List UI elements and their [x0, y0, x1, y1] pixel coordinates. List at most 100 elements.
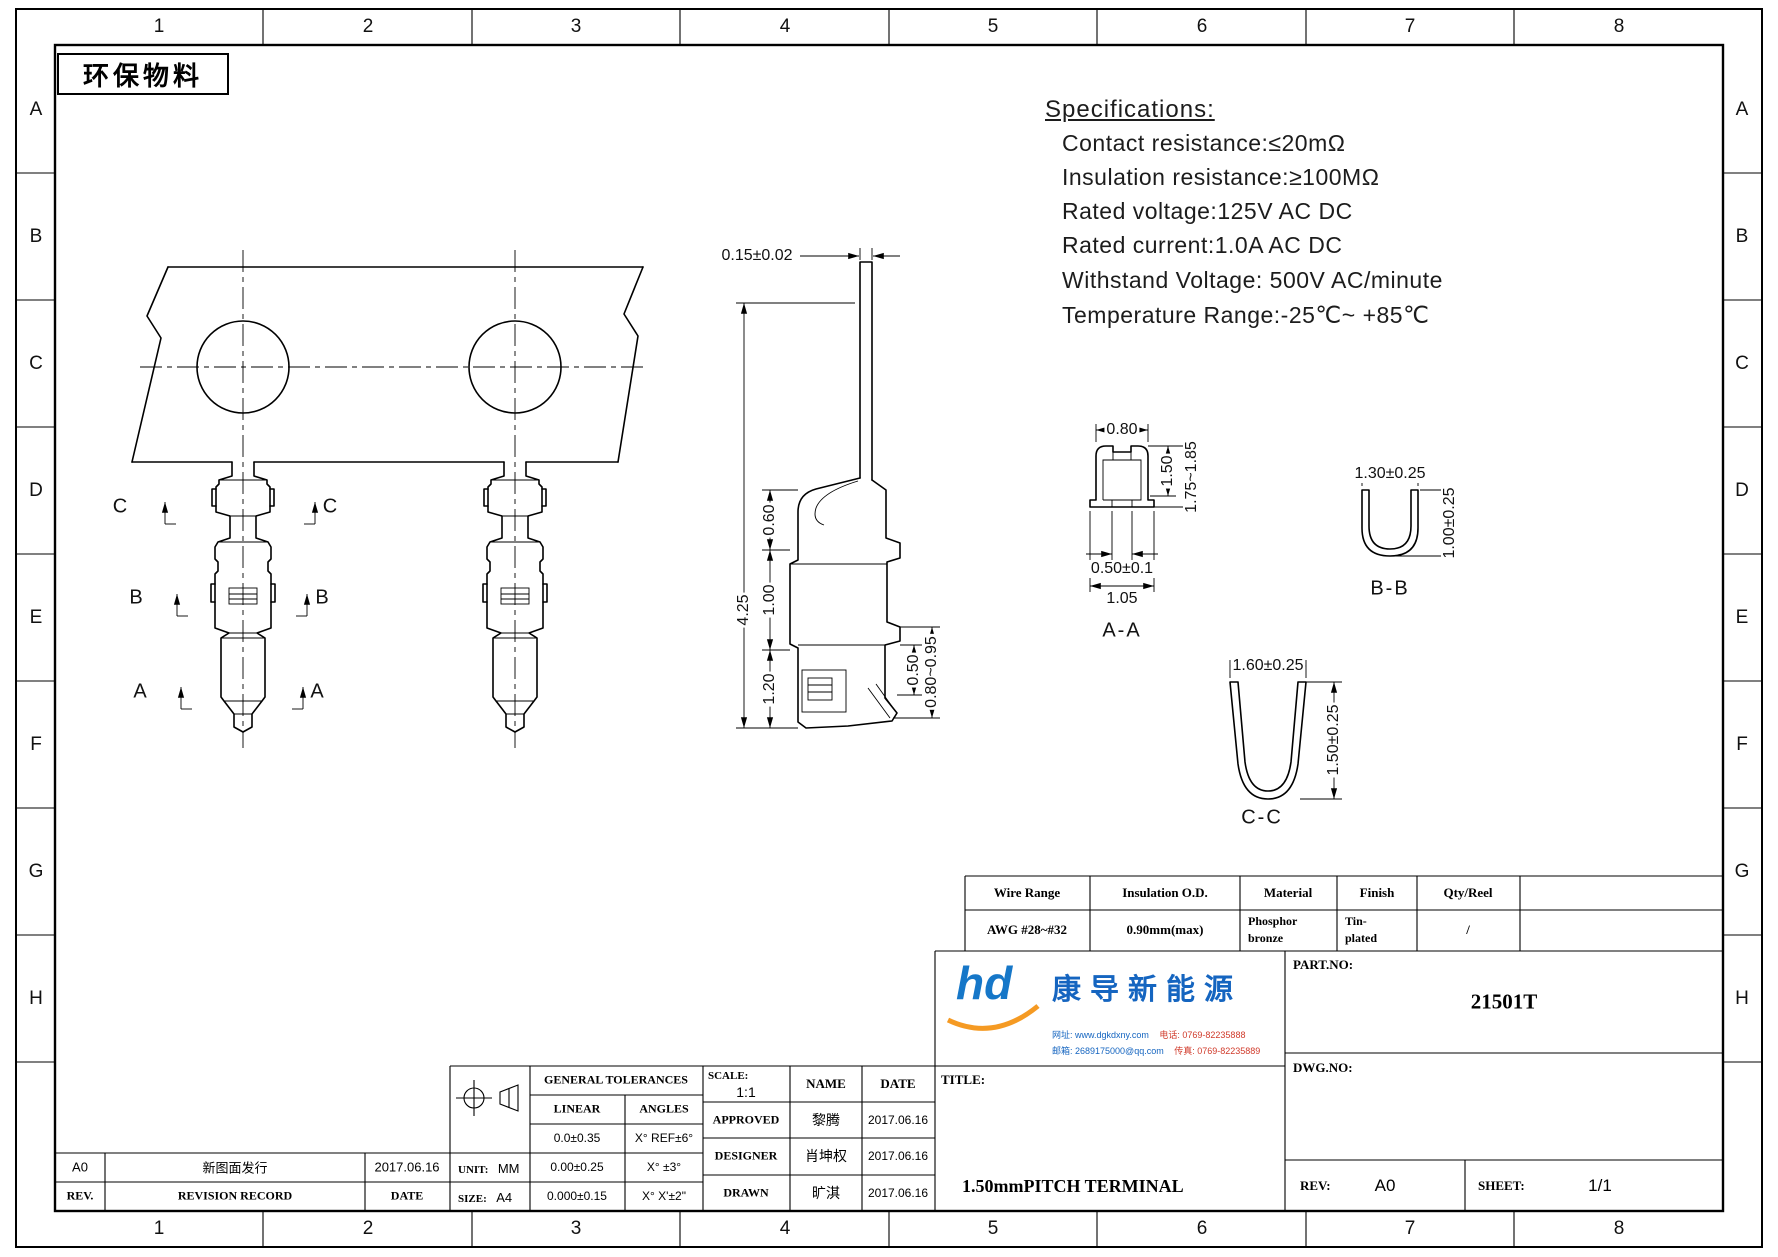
company-fax: 传真: 0769-82235889 [1174, 1046, 1261, 1056]
spec-line: Rated current:1.0A AC DC [1062, 232, 1343, 258]
logo-swoosh-icon [946, 1004, 1040, 1031]
unit-value: MM [497, 1161, 520, 1176]
revision-header-record: REVISION RECORD [177, 1188, 293, 1203]
tolerance-value: 0.00±0.25 [550, 1160, 604, 1174]
tolerance-value: 0.0±0.35 [553, 1131, 601, 1145]
grid-row-label: G [28, 861, 44, 882]
grid-col-label: 3 [570, 1218, 582, 1239]
grid-row-label: D [1735, 480, 1749, 501]
grid-col-label: 4 [779, 16, 791, 37]
grid-col-label: 5 [987, 1218, 999, 1239]
approved-name: 黎腾 [812, 1112, 840, 1128]
unit-label: UNIT: [458, 1164, 489, 1176]
rev-value: A0 [1374, 1176, 1396, 1195]
approved-label: APPROVED [712, 1112, 780, 1127]
rev-label: REV: [1300, 1178, 1331, 1193]
grid-row-label: A [29, 99, 43, 120]
dim-050: 0.50 [905, 652, 923, 688]
part-no-label: PART.NO: [1293, 957, 1354, 972]
grid-col-label: 1 [153, 1218, 165, 1239]
wire-table-header: Wire Range [993, 885, 1061, 900]
designer-name: 肖坤权 [805, 1148, 847, 1164]
grid-col-label: 8 [1613, 1218, 1625, 1239]
eco-material-stamp: 环保物料 [57, 53, 229, 95]
material-value: bronze [1248, 931, 1284, 945]
company-logo: hd [956, 957, 1013, 1009]
dim-cc-width: 1.60±0.25 [1230, 657, 1306, 675]
grid-col-label: 5 [987, 16, 999, 37]
grid-col-label: 2 [362, 16, 374, 37]
spec-line: Insulation resistance:≥100MΩ [1062, 164, 1380, 190]
company-web: 网址: www.dgkdxny.com [1052, 1030, 1149, 1040]
grid-row-label: F [30, 734, 42, 755]
spec-line: Withstand Voltage: 500V AC/minute [1062, 267, 1443, 293]
finish-value: Tin- [1345, 914, 1367, 928]
revision-record: 新图面发行 [202, 1160, 268, 1176]
size-value: A4 [496, 1190, 513, 1205]
dim-aa-150: 1.50 [1159, 453, 1177, 489]
sheet-frame [15, 8, 1763, 1248]
grid-col-label: 2 [362, 1218, 374, 1239]
company-contact-line2: 邮箱: 2689175000@qq.com 传真: 0769-82235889 [1052, 1044, 1260, 1057]
tolerances-angles-header: ANGLES [639, 1101, 689, 1116]
grid-row-label: B [29, 226, 43, 247]
section-letter-c: C [112, 495, 128, 518]
tolerances-linear-header: LINEAR [553, 1101, 601, 1116]
grid-row-label: E [29, 607, 43, 628]
grid-row-label: F [1736, 734, 1748, 755]
part-no-value: 21501T [1470, 989, 1538, 1014]
projection-symbol-icon [456, 1080, 519, 1116]
wire-table-header: Qty/Reel [1443, 885, 1493, 900]
sheet-value: 1/1 [1588, 1176, 1612, 1195]
tolerance-value: X° REF±6° [634, 1131, 694, 1145]
company-name: 康导新能源 [1052, 974, 1243, 1006]
grid-row-label: A [1735, 99, 1749, 120]
unit-cell: UNIT: MM [458, 1160, 519, 1178]
date-header: DATE [880, 1076, 916, 1091]
grid-row-label: D [29, 480, 43, 501]
drawn-date: 2017.06.16 [867, 1186, 929, 1200]
dim-tab-thickness: 0.15±0.02 [719, 247, 795, 265]
insulation-od-value: 0.90mm(max) [1126, 922, 1204, 937]
drawn-name: 旷淇 [812, 1185, 840, 1201]
grid-col-label: 6 [1196, 1218, 1208, 1239]
grid-row-label: C [29, 353, 43, 374]
table-linework [55, 875, 1723, 1211]
spec-line: Temperature Range:-25℃~ +85℃ [1062, 302, 1430, 328]
revision-date: 2017.06.16 [374, 1159, 440, 1175]
size-cell: SIZE: A4 [458, 1189, 512, 1207]
material-value: Phosphor [1248, 914, 1298, 928]
finish-value: plated [1345, 931, 1378, 945]
specifications-title: Specifications: [1045, 96, 1215, 123]
dim-aa-175: 1.75~1.85 [1183, 439, 1201, 515]
grid-col-label: 7 [1404, 16, 1416, 37]
dim-120: 1.20 [761, 671, 779, 707]
section-label-cc: C-C [1241, 806, 1283, 829]
tolerances-title: GENERAL TOLERANCES [544, 1072, 688, 1087]
front-view-drawing [131, 249, 648, 749]
dim-cc-depth: 1.50±0.25 [1325, 702, 1343, 778]
approved-date: 2017.06.16 [867, 1113, 929, 1127]
spec-line: Contact resistance:≤20mΩ [1062, 130, 1346, 156]
dim-aa-base: 1.05 [1104, 590, 1140, 608]
sheet-label: SHEET: [1478, 1178, 1525, 1193]
dim-bb-depth: 1.00±0.25 [1441, 485, 1459, 561]
section-label-bb: B-B [1370, 577, 1410, 600]
size-label: SIZE: [458, 1193, 487, 1205]
drawn-label: DRAWN [723, 1185, 769, 1200]
scale-value: 1:1 [736, 1084, 756, 1100]
spec-line: Rated voltage:125V AC DC [1062, 198, 1353, 224]
section-letter-a: A [133, 680, 147, 703]
wire-range-value: AWG #28~#32 [986, 922, 1068, 937]
tolerance-value: X° X'±2" [642, 1189, 686, 1203]
dim-100: 1.00 [761, 582, 779, 618]
dim-080-095: 0.80~0.95 [923, 634, 941, 710]
revision-header-date: DATE [390, 1188, 424, 1203]
section-label-aa: A-A [1102, 619, 1142, 642]
section-letter-c: C [322, 495, 338, 518]
drawing-title: 1.50mmPITCH TERMINAL [962, 1176, 1184, 1196]
grid-col-label: 3 [570, 16, 582, 37]
wire-table-header: Finish [1359, 885, 1395, 900]
